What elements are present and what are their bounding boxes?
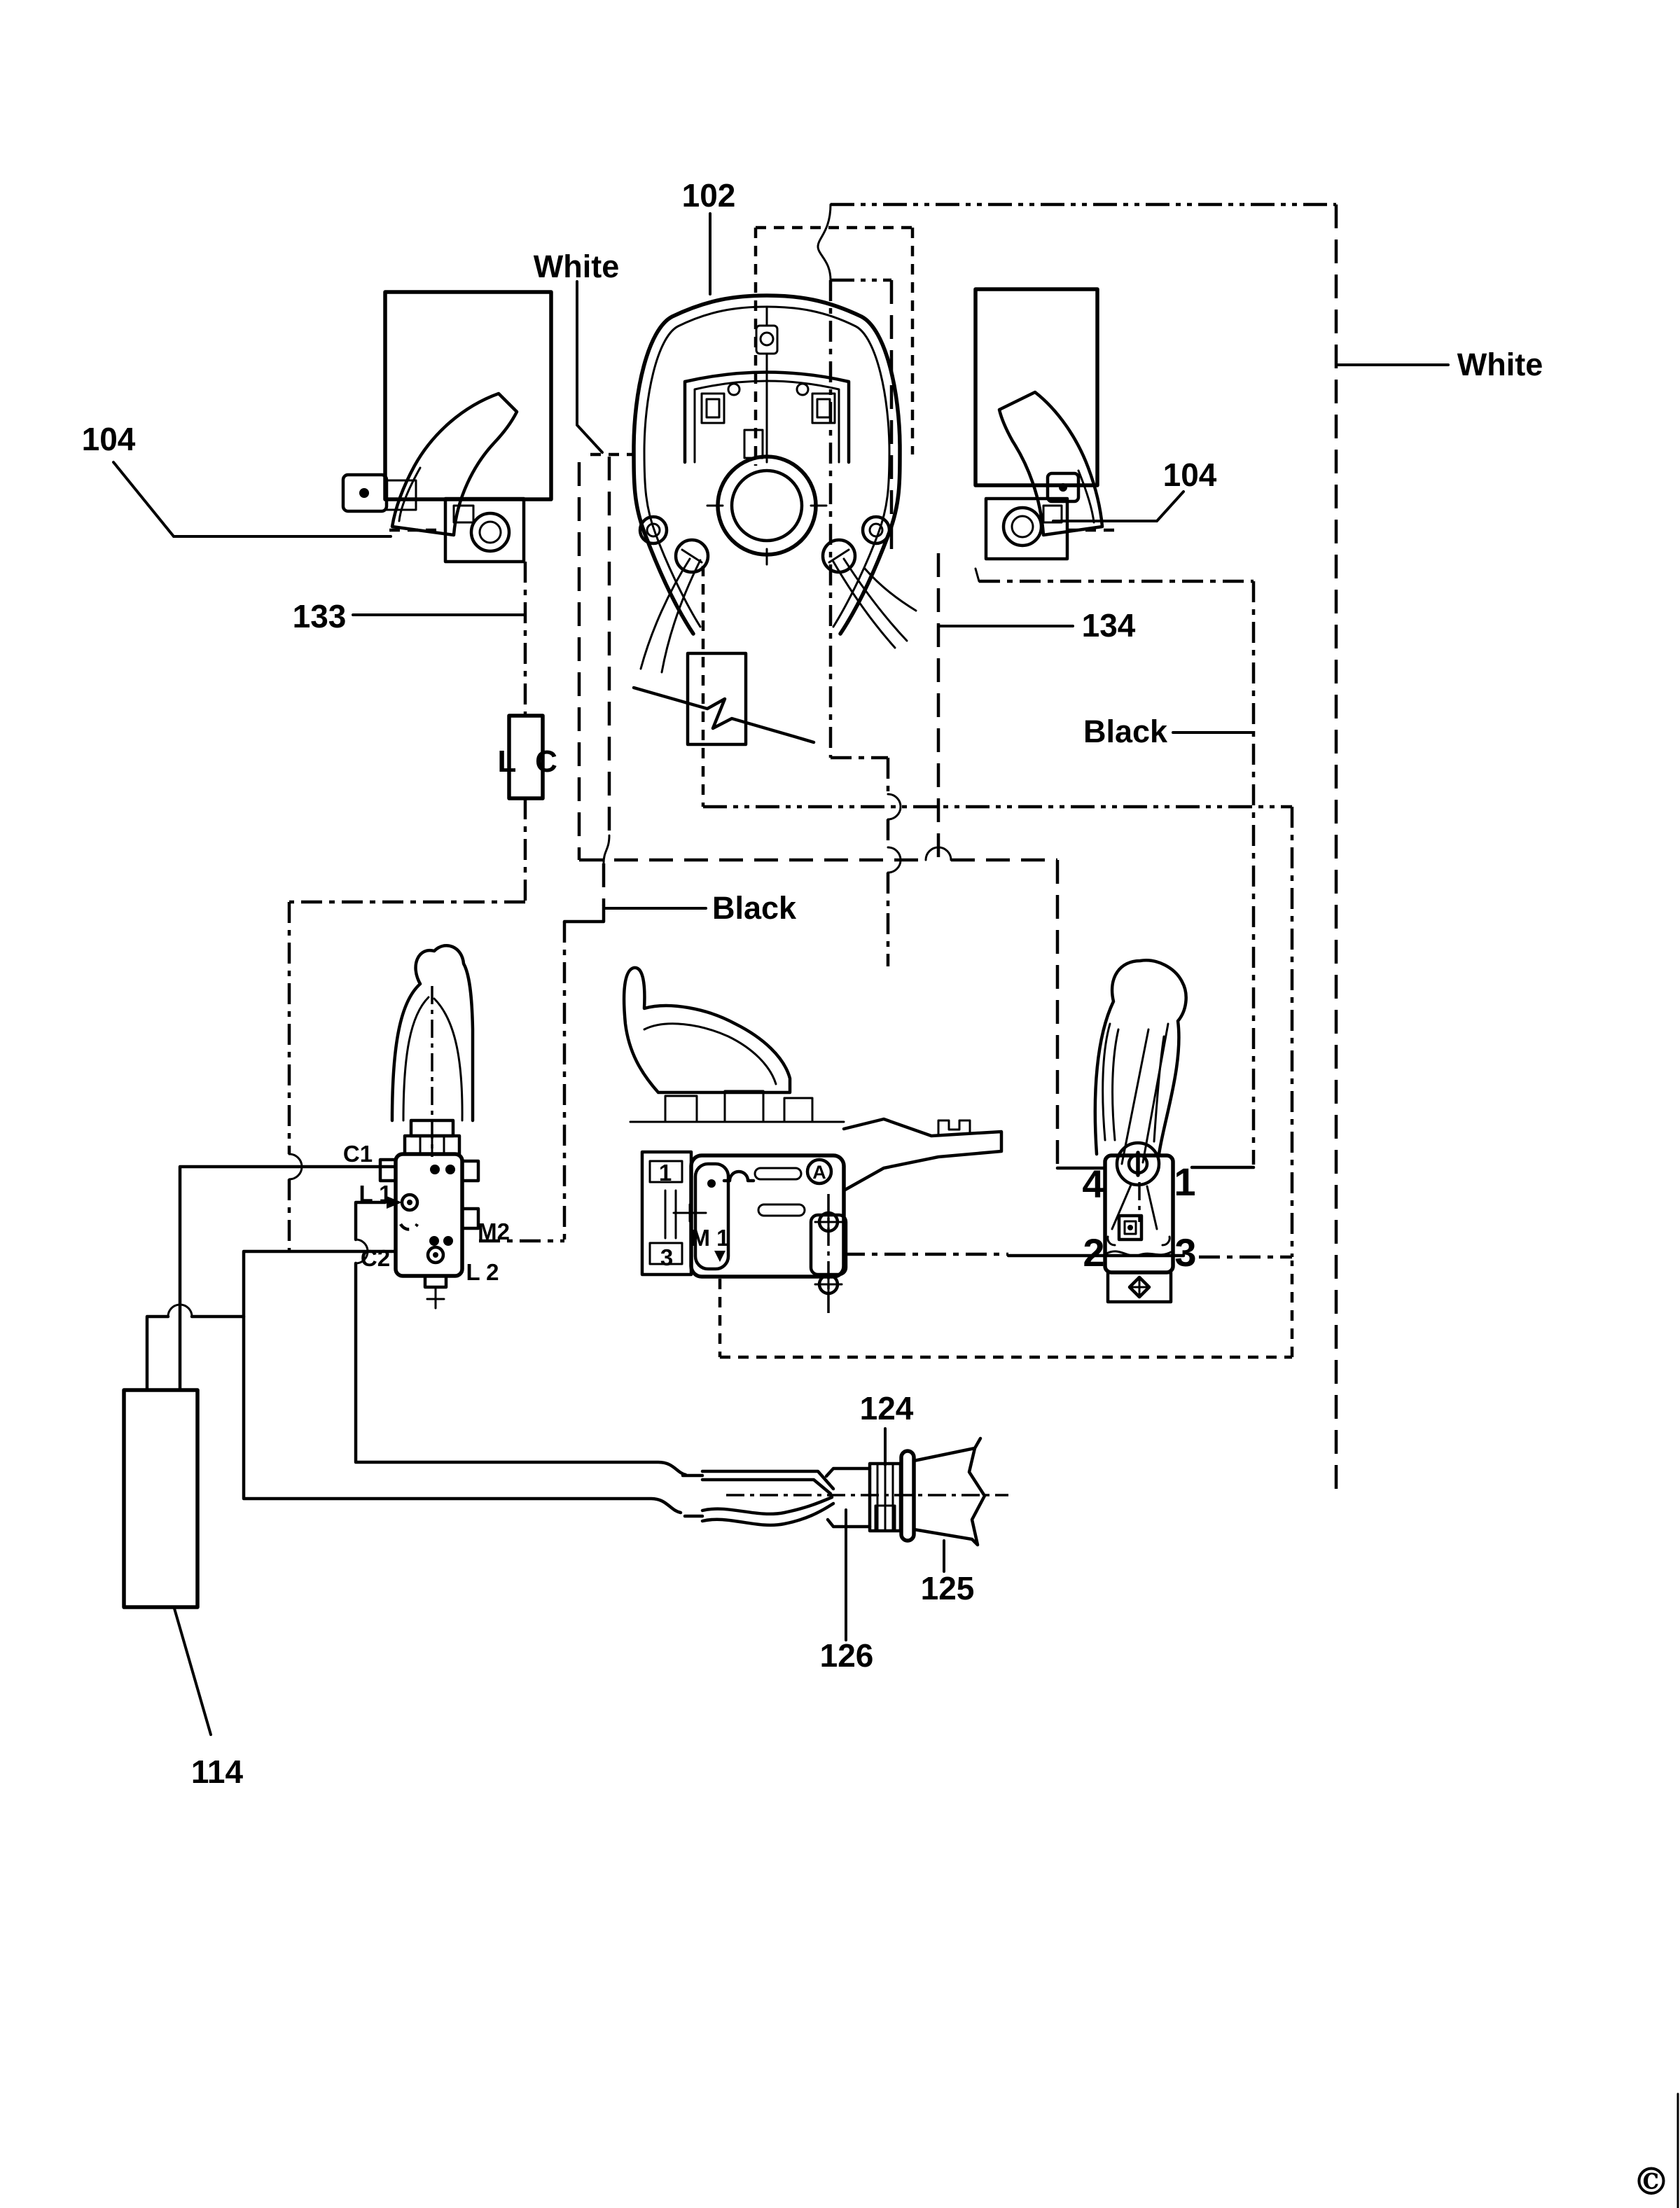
wiring-routes [145, 202, 1338, 1515]
label-pin4: 4 [1082, 1162, 1104, 1206]
left-switch [378, 943, 480, 1310]
label-m1: M 1 [690, 1225, 729, 1251]
label-pin3: 3 [1174, 1230, 1196, 1275]
label-c1: C1 [343, 1141, 373, 1167]
callout-black-center: Black [712, 890, 797, 926]
callout-124: 124 [860, 1390, 914, 1426]
inductor: L C [498, 714, 557, 800]
copyright-mark: © [1632, 2159, 1670, 2204]
callout-102: 102 [682, 177, 736, 214]
inductor-mark-c: C [535, 744, 557, 779]
callout-labels: 102 White White 104 104 133 134 Black Bl… [82, 177, 1543, 1790]
callout-leaders [112, 212, 1450, 1736]
right-switch [1093, 959, 1188, 1304]
right-field-box [973, 287, 1099, 487]
label-center-1: 1 [659, 1160, 672, 1186]
callout-134: 134 [1082, 607, 1136, 644]
callout-133: 133 [293, 598, 347, 634]
callout-104-left: 104 [82, 421, 136, 457]
callout-104-right: 104 [1163, 457, 1217, 493]
center-switch-badge: A [812, 1162, 826, 1183]
label-pin2: 2 [1083, 1230, 1104, 1275]
motor-field-assembly [632, 293, 917, 747]
right-brush-holder [984, 390, 1118, 561]
suppressor-box [122, 1388, 200, 1609]
label-center-3: 3 [660, 1244, 673, 1270]
right-switch-terminal-labels: 4 1 2 3 [1082, 1160, 1196, 1275]
left-switch-terminal-labels: C1 L 1 C2 M2 L 2 [343, 1141, 510, 1285]
left-brush-holder [341, 391, 526, 564]
callout-125: 125 [921, 1570, 975, 1606]
m1-arrow [714, 1251, 726, 1262]
callout-white-right: White [1457, 347, 1543, 382]
left-field-box [383, 290, 553, 501]
label-l2: L 2 [466, 1259, 499, 1285]
label-pin1: 1 [1174, 1160, 1195, 1204]
inductor-mark-l: L [498, 744, 517, 779]
callout-white-top: White [534, 249, 619, 284]
center-switch-terminal-labels: 1 M 1 3 [659, 1160, 730, 1270]
label-c2: C2 [361, 1245, 390, 1271]
callout-126: 126 [820, 1637, 874, 1674]
callout-114: 114 [191, 1754, 244, 1790]
label-m2: M2 [478, 1218, 510, 1244]
power-cord [681, 1436, 1008, 1547]
center-switch: A [622, 966, 1004, 1317]
label-l1: L 1 [359, 1181, 391, 1207]
callout-black-right: Black [1083, 714, 1168, 749]
